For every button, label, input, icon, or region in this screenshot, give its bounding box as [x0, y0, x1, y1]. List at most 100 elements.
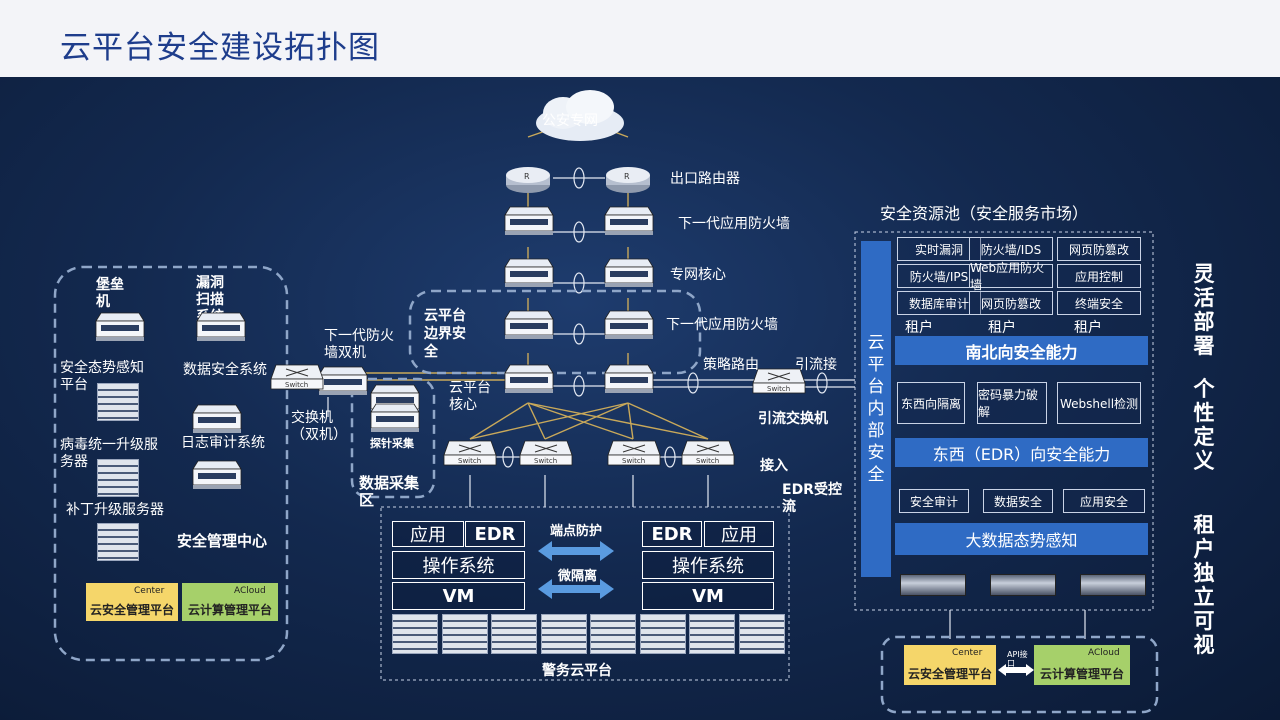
access-label: 接入	[760, 458, 788, 474]
pool-service-row2-0: 防火墙/IPS	[897, 264, 981, 288]
side-custom: 个性定义	[1193, 377, 1215, 473]
pool-service-row1-0: 实时漏洞	[897, 237, 981, 261]
svg-text:Switch: Switch	[458, 457, 481, 465]
app-box-right: 应用	[704, 521, 774, 547]
data-sec-label: 数据安全系统	[183, 362, 267, 378]
edr-ctrl-label: EDR受控流	[782, 482, 842, 515]
pool-server-0	[900, 574, 966, 596]
situation-label: 安全态势感知平台	[60, 360, 144, 393]
server-rack-platform-5	[639, 614, 686, 654]
app-box-left: 应用	[392, 521, 464, 547]
small-service-1: 数据安全	[983, 489, 1053, 513]
log-audit-label: 日志审计系统	[181, 435, 265, 451]
svg-text:Switch: Switch	[285, 381, 308, 389]
os-box-right: 操作系统	[642, 551, 774, 579]
arrow-icons	[538, 541, 614, 599]
pool-cloud-logo: ACloud 云计算管理平台	[1034, 645, 1130, 685]
switch-icon-1: Switch	[519, 440, 573, 466]
appliance-icon-8	[318, 366, 368, 395]
svg-text:Switch: Switch	[622, 457, 645, 465]
cloud-label: 公安专网	[542, 113, 598, 129]
os-box-left: 操作系统	[392, 551, 525, 579]
svg-text:R: R	[624, 172, 630, 181]
cloud-mgmt-logo: ACloud 云计算管理平台	[182, 583, 278, 621]
appliance-icon-13	[192, 404, 242, 433]
pool-center-tag: Center	[952, 648, 983, 658]
server-rack-antivirus	[97, 459, 139, 497]
divert-switch-label: 引流交换机	[758, 411, 828, 427]
appliance-icon-10	[370, 403, 420, 432]
pool-service-row2-1: Web应用防火墙	[969, 261, 1053, 292]
appliance-icon-5	[604, 310, 654, 339]
cloud-core-label: 云平台核心	[449, 380, 491, 413]
vm-box-left: VM	[392, 582, 525, 610]
probe-label: 探针采集	[370, 437, 414, 450]
center-tag: Center	[134, 586, 165, 596]
switch-icon-0: Switch	[443, 440, 497, 466]
server-rack-platform-3	[540, 614, 587, 654]
ew-service-0: 东西向隔离	[897, 382, 965, 424]
tenant-a-label: 租户	[905, 320, 933, 336]
side-tenant: 租户独立可视	[1193, 513, 1215, 657]
exit-router-label: 出口路由器	[670, 171, 740, 187]
small-service-0: 安全审计	[899, 489, 969, 513]
pool-server-2	[1080, 574, 1146, 596]
pool-service-row2-2: 应用控制	[1057, 264, 1141, 288]
ew-service-2: Webshell检测	[1057, 382, 1141, 424]
edr-box-right: EDR	[642, 521, 702, 547]
ns-capability: 南北向安全能力	[895, 336, 1148, 365]
pool-server-1	[990, 574, 1056, 596]
router-icon: R	[606, 167, 650, 193]
ngfw-mid-label: 下一代应用防火墙	[666, 317, 778, 333]
diagram-canvas: 公安专网 R R 出口路由器 下一代应用防火墙 专网核心 下一代应用防火墙 云平…	[0, 77, 1280, 720]
router-icon: R	[506, 167, 550, 193]
edr-box-left: EDR	[465, 521, 525, 547]
small-service-2: 应用安全	[1063, 489, 1145, 513]
switch-dual-label: 交换机（双机）	[291, 410, 347, 443]
pool-service-row3-2: 终端安全	[1057, 291, 1141, 315]
cloud-icon	[536, 90, 624, 141]
platform-label: 警务云平台	[542, 663, 612, 679]
antivirus-label: 病毒统一升级服务器	[60, 437, 158, 470]
pool-service-row3-1: 网页防篡改	[969, 291, 1053, 315]
bastion-label: 堡垒机	[96, 277, 124, 310]
acloud-tag: ACloud	[234, 586, 266, 596]
micro-label: 微隔离	[558, 569, 598, 584]
page-title: 云平台安全建设拓扑图	[60, 30, 380, 66]
security-mgmt-logo: Center 云安全管理平台	[86, 583, 178, 621]
pool-service-row1-2: 网页防篡改	[1057, 237, 1141, 261]
tenant-b-label: 租户	[988, 320, 1016, 336]
appliance-icon-3	[604, 258, 654, 287]
double-arrow-icon	[998, 664, 1034, 676]
appliance-icon-2	[504, 258, 554, 287]
server-rack-platform-6	[689, 614, 735, 654]
pool-security-label: 云安全管理平台	[907, 667, 992, 681]
appliance-icon-0	[504, 206, 554, 235]
svg-text:Switch: Switch	[767, 385, 790, 393]
switch-icon-5: Switch	[752, 368, 806, 394]
ngfw-dual-label: 下一代防火墙双机	[324, 328, 394, 361]
appliance-icon-11	[95, 312, 145, 341]
cloud-mgmt-label: 云计算管理平台	[187, 603, 272, 617]
server-rack-platform-2	[491, 614, 537, 654]
pool-title: 安全资源池（安全服务市场）	[880, 204, 1089, 223]
pool-security-logo: Center 云安全管理平台	[904, 645, 996, 685]
svg-text:R: R	[524, 172, 530, 181]
server-rack-situation	[97, 383, 139, 421]
header-bar: 云平台安全建设拓扑图	[0, 0, 1280, 77]
api-label: API接口	[1007, 650, 1028, 668]
bigdata-capability: 大数据态势感知	[895, 523, 1148, 555]
policy-router-label: 策略路由	[703, 357, 759, 373]
server-rack-patch	[97, 523, 139, 561]
tenant-c-label: 租户	[1074, 320, 1102, 336]
appliance-icon-6	[504, 364, 554, 393]
pool-acloud-tag: ACloud	[1088, 648, 1120, 658]
appliance-icon-12	[196, 312, 246, 341]
ngfw-top-label: 下一代应用防火墙	[678, 216, 790, 232]
endpoint-label: 端点防护	[550, 524, 603, 539]
collect-zone-label: 数据采集区	[359, 474, 420, 509]
svg-text:Switch: Switch	[696, 457, 719, 465]
vm-box-right: VM	[642, 582, 774, 610]
appliance-icon-4	[504, 310, 554, 339]
ew-service-1: 密码暴力破解	[977, 382, 1047, 424]
